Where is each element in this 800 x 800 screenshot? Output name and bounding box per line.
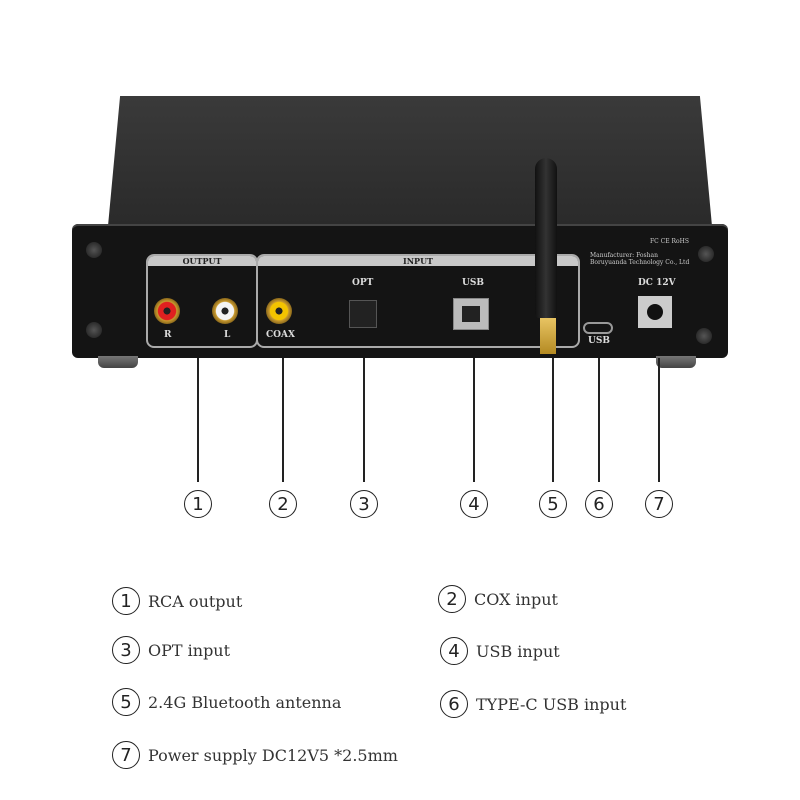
coax-jack[interactable] bbox=[266, 298, 292, 324]
rca-left-jack[interactable] bbox=[212, 298, 238, 324]
device-foot bbox=[656, 356, 696, 368]
screw-icon bbox=[698, 246, 714, 262]
manufacturer-text: Manufacturer: Foshan Boruyuanda Technolo… bbox=[590, 252, 690, 266]
usb-b-port[interactable] bbox=[453, 298, 489, 330]
usb-b-label: USB bbox=[462, 278, 484, 288]
dc-label: DC 12V bbox=[638, 278, 676, 288]
device-foot bbox=[98, 356, 138, 368]
leader-line bbox=[197, 358, 199, 482]
callout-6: 6 bbox=[585, 490, 613, 518]
callout-5: 5 bbox=[539, 490, 567, 518]
input-panel: INPUT bbox=[256, 254, 580, 348]
device-rear-panel bbox=[72, 224, 728, 358]
callout-7: 7 bbox=[645, 490, 673, 518]
leader-line bbox=[473, 358, 475, 482]
rca-left-label: L bbox=[224, 330, 231, 340]
antenna-connector bbox=[540, 318, 556, 354]
dc-power-jack[interactable] bbox=[638, 296, 672, 328]
coax-label: COAX bbox=[266, 330, 295, 340]
callout-2: 2 bbox=[269, 490, 297, 518]
rca-right-label: R bbox=[164, 330, 172, 340]
usb-c-port[interactable] bbox=[583, 322, 613, 334]
callout-4: 4 bbox=[460, 490, 488, 518]
callout-1: 1 bbox=[184, 490, 212, 518]
leader-line bbox=[282, 358, 284, 482]
optical-port[interactable] bbox=[349, 300, 377, 328]
screw-icon bbox=[86, 242, 102, 258]
leader-line bbox=[658, 358, 660, 482]
usb-c-label: USB bbox=[588, 336, 610, 346]
leader-line bbox=[363, 358, 365, 482]
output-panel-label: OUTPUT bbox=[148, 256, 256, 266]
screw-icon bbox=[696, 328, 712, 344]
leader-line bbox=[598, 358, 600, 482]
input-panel-label: INPUT bbox=[258, 256, 578, 266]
callout-3: 3 bbox=[350, 490, 378, 518]
opt-label: OPT bbox=[352, 278, 374, 288]
cert-marks: FC CE RoHS bbox=[650, 238, 690, 245]
leader-line bbox=[552, 358, 554, 482]
screw-icon bbox=[86, 322, 102, 338]
rca-right-jack[interactable] bbox=[154, 298, 180, 324]
device-top-cover bbox=[108, 96, 712, 226]
bluetooth-antenna bbox=[535, 158, 557, 318]
